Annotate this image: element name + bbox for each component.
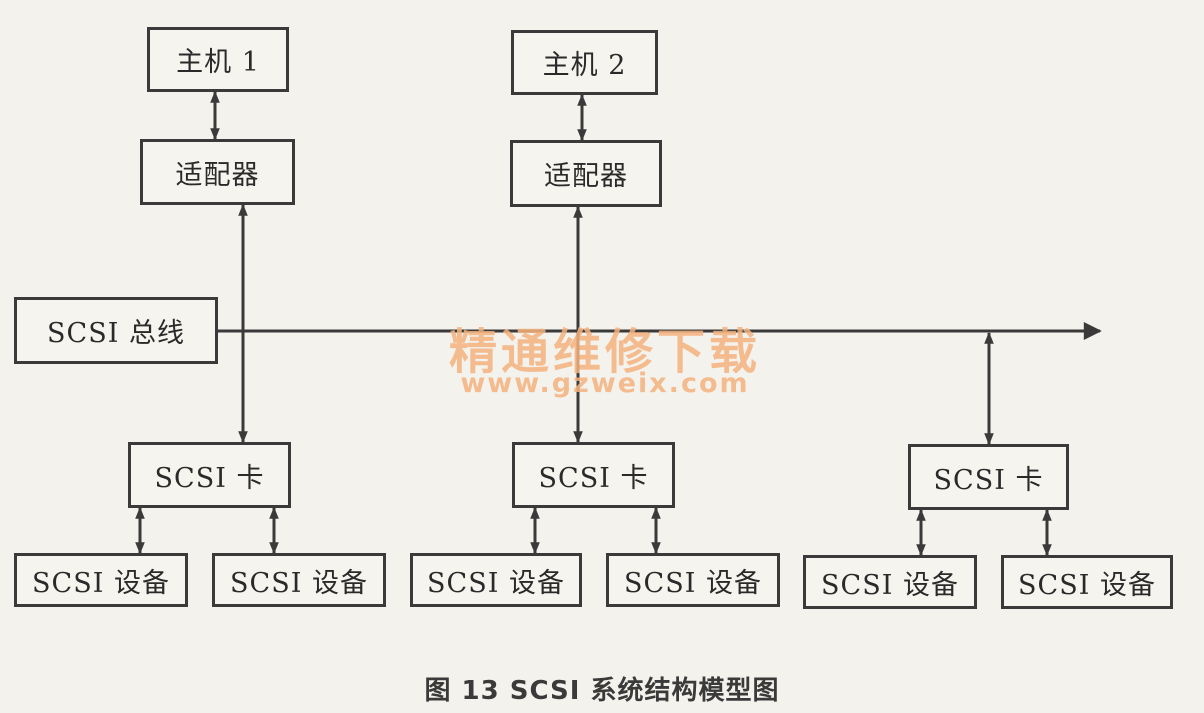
scsi-card-3-label: SCSI 卡 (933, 464, 1044, 496)
scsi-card-1-label: SCSI 卡 (154, 462, 265, 494)
scsi-card-2-label: SCSI 卡 (538, 462, 649, 494)
scsi-card-1-box: SCSI 卡 (128, 442, 291, 508)
scsi-device-5-box: SCSI 设备 (803, 555, 977, 609)
adapter-1-label: 适配器 (175, 159, 260, 191)
host-2-box: 主机 2 (511, 30, 658, 95)
scsi-device-2-box: SCSI 设备 (212, 553, 386, 607)
figure-caption: 图 13 SCSI 系统结构模型图 (424, 676, 780, 706)
scsi-device-1-label: SCSI 设备 (32, 567, 170, 599)
host-2-label: 主机 2 (542, 50, 627, 81)
scsi-device-5-label: SCSI 设备 (821, 569, 959, 601)
scsi-device-6-box: SCSI 设备 (1001, 555, 1173, 609)
host-1-label: 主机 1 (176, 47, 260, 78)
scsi-device-4-label: SCSI 设备 (624, 567, 762, 599)
scsi-device-2-label: SCSI 设备 (230, 567, 368, 599)
scsi-device-1-box: SCSI 设备 (14, 553, 188, 607)
scsi-device-3-label: SCSI 设备 (427, 567, 565, 599)
scsi-bus-box: SCSI 总线 (14, 297, 218, 364)
scsi-bus-label: SCSI 总线 (47, 318, 185, 349)
scsi-device-4-box: SCSI 设备 (606, 553, 780, 607)
adapter-1-box: 适配器 (140, 139, 295, 205)
adapter-2-box: 适配器 (510, 140, 662, 207)
host-1-box: 主机 1 (147, 27, 289, 92)
scsi-card-2-box: SCSI 卡 (512, 442, 675, 508)
scsi-device-3-box: SCSI 设备 (410, 553, 582, 607)
scsi-card-3-box: SCSI 卡 (908, 444, 1069, 510)
adapter-2-label: 适配器 (544, 161, 628, 192)
scsi-device-6-label: SCSI 设备 (1018, 569, 1156, 601)
